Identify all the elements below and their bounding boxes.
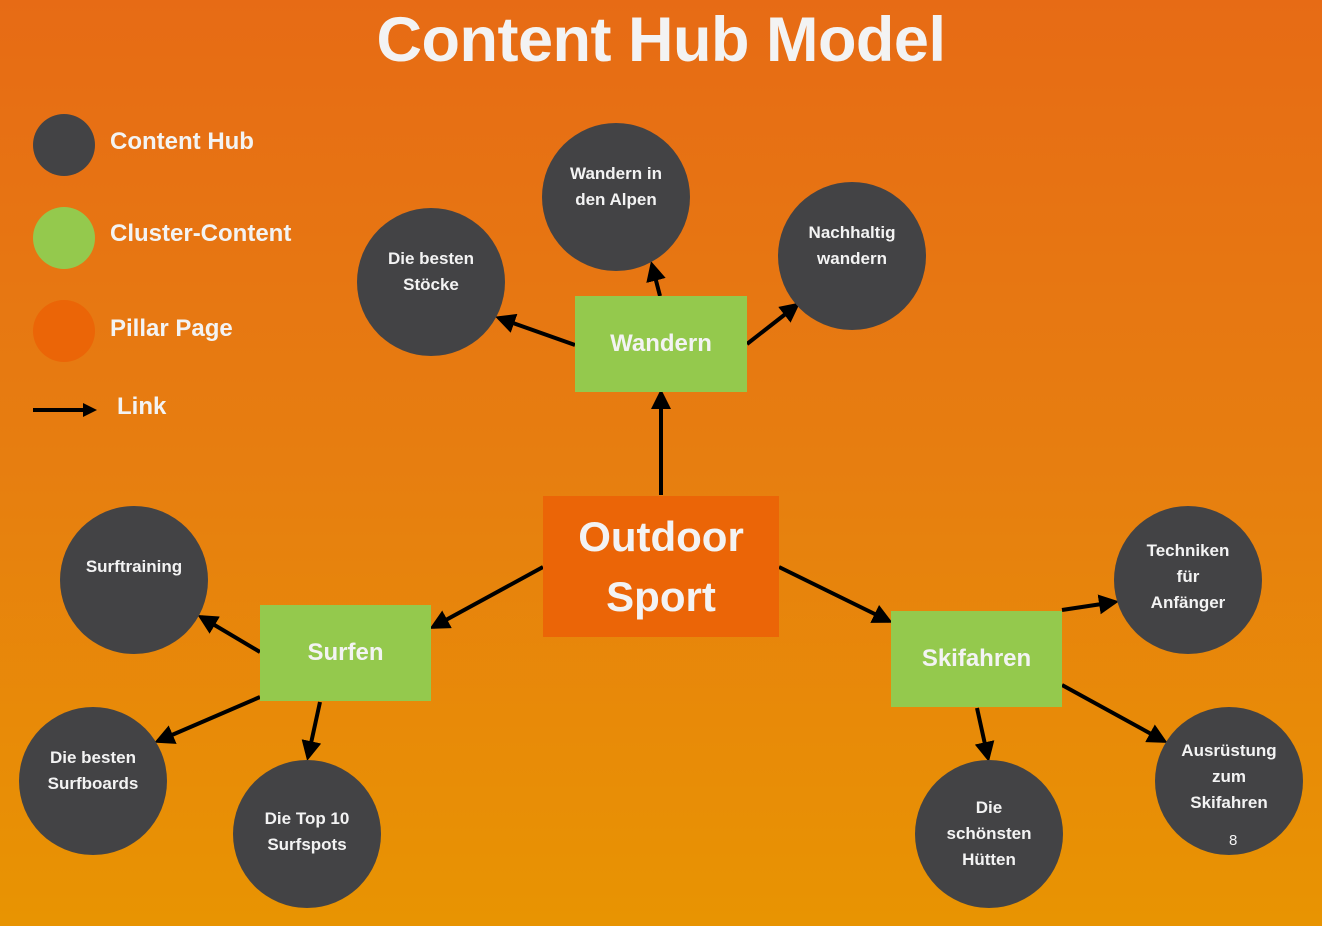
hub-line: den Alpen: [575, 190, 657, 209]
cluster-label: Surfen: [307, 639, 384, 666]
hub-line: Surftraining: [85, 557, 183, 576]
link-surfen-surfboards: [154, 695, 261, 744]
cluster-wandern[interactable]: Wandern: [575, 296, 747, 392]
hub-line: Die Top 10: [264, 809, 350, 828]
hub-surftraining[interactable]: Surftraining: [60, 506, 208, 654]
hub-line: Anfänger: [1150, 593, 1226, 612]
legend-link-label: Link: [117, 393, 167, 420]
hub-ausruestung-zum-skifahren[interactable]: Ausrüstung zum Skifahren: [1155, 707, 1303, 855]
hub-line: Surfboards: [47, 774, 139, 793]
link-wandern-alpen: [646, 261, 666, 297]
link-wandern-stoecke: [495, 313, 576, 347]
link-surfen-surftraining: [197, 614, 262, 654]
hub-techniken-fuer-anfaenger[interactable]: Techniken für Anfänger: [1114, 506, 1262, 654]
link-pillar-surfen: [429, 565, 544, 629]
hub-line: schönsten: [946, 824, 1032, 843]
legend-cluster-content-swatch: [33, 207, 95, 269]
hub-die-besten-surfboards[interactable]: Die besten Surfboards: [19, 707, 167, 855]
hub-line: Nachhaltig: [808, 223, 896, 242]
hub-line: wandern: [817, 249, 887, 268]
legend-content-hub-label: Content Hub: [110, 128, 254, 155]
legend-pillar-page-swatch: [33, 300, 95, 362]
cluster-label: Skifahren: [921, 645, 1032, 672]
hub-nachhaltig-wandern[interactable]: Nachhaltig wandern: [778, 182, 926, 330]
cluster-surfen[interactable]: Surfen: [260, 605, 431, 701]
pillar-line-1: Outdoor: [578, 512, 744, 560]
hub-wandern-in-den-alpen[interactable]: Wandern in den Alpen: [542, 123, 690, 271]
hub-line: Wandern in: [570, 164, 662, 183]
legend-cluster-content-label: Cluster-Content: [110, 220, 292, 247]
hub-line: Stöcke: [403, 275, 459, 294]
hub-line: Ausrüstung: [1181, 741, 1277, 760]
hub-die-besten-stoecke[interactable]: Die besten Stöcke: [357, 208, 505, 356]
cluster-label: Wandern: [610, 330, 712, 357]
hub-line: Surfspots: [267, 835, 347, 854]
pillar-line-2: Sport: [606, 572, 716, 620]
hub-line: Techniken: [1146, 541, 1230, 560]
pillar-page-outdoor-sport[interactable]: Outdoor Sport: [543, 496, 779, 637]
page-number: 8: [1229, 832, 1238, 849]
legend-link-arrow-icon: [33, 403, 97, 417]
link-skifahren-ausruestung: [1061, 683, 1168, 743]
link-surfen-surfspots: [301, 701, 322, 761]
hub-line: Die besten: [50, 748, 136, 767]
page-title: Content Hub Model: [376, 5, 946, 75]
legend-content-hub-swatch: [33, 114, 95, 176]
cluster-skifahren[interactable]: Skifahren: [891, 611, 1062, 707]
link-skifahren-huetten: [974, 707, 995, 762]
hub-line: für: [1176, 567, 1200, 586]
hub-line: Die: [975, 798, 1003, 817]
hub-line: Die besten: [388, 249, 474, 268]
link-skifahren-techniken: [1061, 594, 1119, 615]
link-pillar-skifahren: [778, 565, 893, 623]
hub-line: Hütten: [962, 850, 1016, 869]
legend-pillar-page-label: Pillar Page: [110, 315, 233, 342]
link-wandern-nachhaltig: [745, 302, 801, 346]
hub-line: zum: [1211, 767, 1246, 786]
hub-die-top-10-surfspots[interactable]: Die Top 10 Surfspots: [233, 760, 381, 908]
hub-line: Skifahren: [1190, 793, 1268, 812]
hub-die-schoensten-huetten[interactable]: Die schönsten Hütten: [915, 760, 1063, 908]
